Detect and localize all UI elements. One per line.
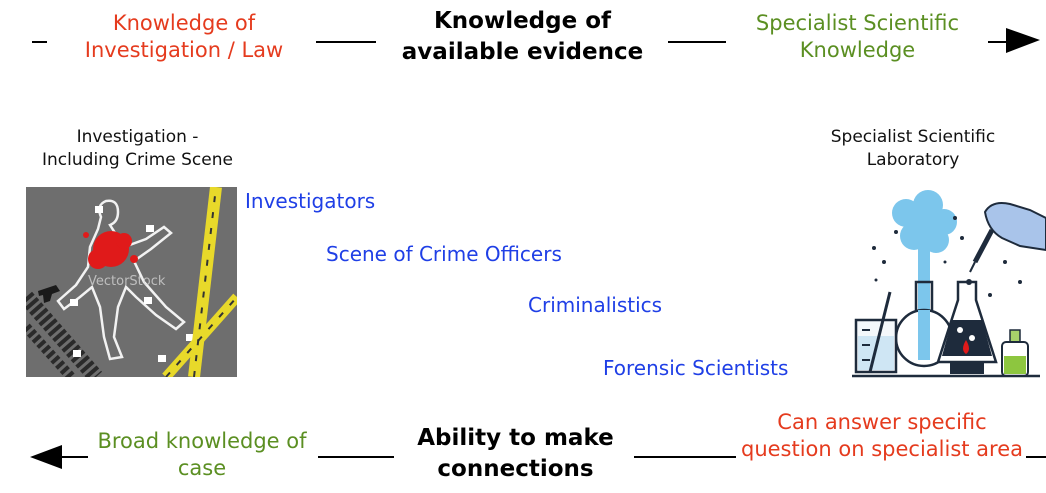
bottle-icon	[1001, 329, 1029, 377]
bottom-connector-3	[634, 456, 736, 458]
top-connector-2	[316, 41, 376, 43]
knowledge-evidence-label: Knowledge of available evidence	[401, 8, 644, 65]
role-scene-officers: Scene of Crime Officers	[326, 242, 562, 266]
specialist-knowledge-label: Specialist Scientific Knowledge	[755, 11, 960, 63]
laboratory-caption-line2: Laboratory	[866, 149, 960, 170]
top-connector-3	[668, 41, 726, 43]
investigation-caption-line1: Investigation -	[76, 127, 199, 147]
role-investigators: Investigators	[245, 189, 376, 213]
specific-question-label: Can answer specific question on speciali…	[740, 410, 1024, 462]
arrow-left-icon	[30, 445, 62, 469]
knowledge-law-label: Knowledge of Investigation / Law	[84, 11, 284, 63]
broad-knowledge-label: Broad knowledge of case	[97, 429, 307, 481]
bottom-connector-1	[60, 456, 88, 458]
watermark-text: VectorStock	[88, 274, 166, 289]
bottom-connector-2	[318, 456, 394, 458]
investigation-caption-line2: Including Crime Scene	[42, 149, 233, 170]
arrow-right-icon	[1006, 28, 1040, 53]
particle-dots	[872, 216, 1022, 297]
role-criminalistics: Criminalistics	[528, 293, 663, 317]
crime-scene-image: VectorStock	[26, 187, 237, 377]
crime-scene-drawing: VectorStock	[26, 187, 237, 377]
round-flask-icon	[894, 280, 954, 368]
laboratory-caption: Specialist Scientific Laboratory	[788, 126, 1038, 172]
role-forensic-scientists: Forensic Scientists	[603, 356, 789, 380]
laboratory-caption-line1: Specialist Scientific	[830, 127, 996, 147]
bottom-connector-4	[1026, 456, 1046, 458]
beaker-icon	[854, 291, 898, 374]
make-connections-label: Ability to make connections	[417, 425, 614, 482]
top-connector-1	[32, 41, 47, 43]
top-connector-4	[988, 41, 1008, 43]
investigation-caption: Investigation - Including Crime Scene	[0, 126, 275, 172]
conical-flask-icon	[936, 280, 998, 374]
dropper-hand-icon	[966, 202, 1046, 285]
